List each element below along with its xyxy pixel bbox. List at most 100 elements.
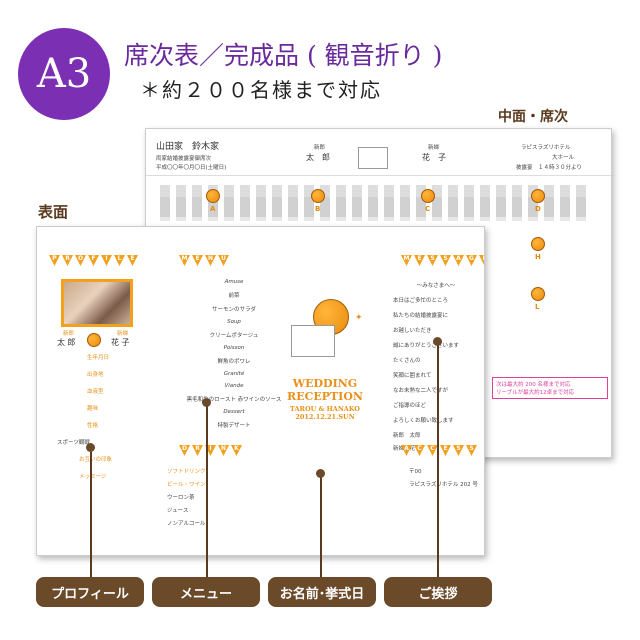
table-label: H xyxy=(535,253,541,261)
greeting-marker-dot xyxy=(433,337,442,346)
drink-item: ジュース xyxy=(167,508,189,514)
drink-list: ソフトドリンク ビール・ワイン ウーロン茶 ジュース ノンアルコール xyxy=(167,467,206,532)
wedding-title: WEDDING RECEPTION TAROU & HANAKO 2012.12… xyxy=(285,377,365,421)
bride-role: 新婦 xyxy=(428,145,440,151)
drink-item: ビール・ワイン xyxy=(167,482,206,488)
profile-leader-line xyxy=(90,448,92,578)
hotel-address: 〒00 ラピスラズリホテル 202 号 xyxy=(409,467,478,493)
message-line: ～みなさまへ～ xyxy=(416,283,456,289)
hotel-line: 〒00 xyxy=(409,469,422,475)
capacity-note-line1: 次は最大約 200 名様まで対応 xyxy=(496,382,571,388)
message-line: 私たちの結婚披露宴に xyxy=(393,313,449,319)
menu-list: Amuse 前菜 サーモンのサラダ Soup クリームポタージュ Poisson… xyxy=(179,279,289,435)
profile-groom-role: 新郎 xyxy=(63,331,75,337)
profile-row: 血液型 xyxy=(87,389,104,395)
table-label: A xyxy=(210,205,216,213)
message-line: お越しいただき xyxy=(393,328,432,334)
message-bunting: MESSAGE xyxy=(401,255,484,266)
menu-item: Soup xyxy=(227,319,241,325)
star-icon: ✦ xyxy=(355,313,363,323)
table-label: D xyxy=(535,205,541,213)
seating-header-line2: 平成〇〇年〇月〇日(土曜日) xyxy=(156,165,227,171)
profile-row: お互いの印象 xyxy=(79,457,113,463)
message-text: ～みなさまへ～ 本日はご多忙のところ 私たちの結婚披露宴に お越しいただき 誠に… xyxy=(393,281,479,457)
profile-marker-dot xyxy=(86,443,95,452)
basketball-icon xyxy=(531,237,545,251)
couple-photo xyxy=(61,279,133,327)
menu-item: サーモンのサラダ xyxy=(211,307,256,313)
menu-item: Viande xyxy=(224,383,244,389)
wedding-names: TAROU & HANAKO xyxy=(290,405,360,413)
message-line: 誠にありがとうございます xyxy=(393,343,460,349)
seating-header-line1: 両家結婚披露宴御席次 xyxy=(156,156,212,162)
page-subtitle: ＊約２００名様まで対応 xyxy=(140,78,382,102)
greeting-leader-line xyxy=(437,342,439,578)
name-date-leader-line xyxy=(320,474,322,578)
basketball-icon xyxy=(87,333,101,347)
caption-menu: メニュー xyxy=(152,577,260,607)
hall-name: 大ホール xyxy=(552,155,575,161)
table-label: L xyxy=(535,303,540,311)
hoop-icon xyxy=(291,325,335,357)
menu-item: 鮮魚のポワレ xyxy=(217,359,251,365)
profile-bride-name: 花 子 xyxy=(111,338,130,347)
menu-item: 前菜 xyxy=(228,293,240,299)
menu-item: Amuse xyxy=(224,279,244,285)
capacity-note: 次は最大約 200 名様まで対応 リーブルが最大約12卓まで対応 xyxy=(492,377,608,399)
family-names: 山田家 鈴木家 xyxy=(156,142,220,152)
menu-item: 特製デザート xyxy=(217,423,251,429)
menu-item: Poisson xyxy=(223,345,245,351)
groom-role: 新郎 xyxy=(314,145,326,151)
message-line: 本日はご多忙のところ xyxy=(393,298,449,304)
menu-item: クリームポタージュ xyxy=(209,333,259,339)
basketball-icon xyxy=(421,189,435,203)
drink-item: ウーロン茶 xyxy=(167,495,195,501)
profile-row: 性格 xyxy=(87,423,99,429)
hotel-name: ラピスラズリホテル xyxy=(521,145,571,151)
menu-leader-line xyxy=(206,402,208,578)
caption-greeting: ご挨拶 xyxy=(384,577,492,607)
menu-item: Granité xyxy=(223,371,245,377)
drink-item: ソフトドリンク xyxy=(167,469,206,475)
wedding-line2: RECEPTION xyxy=(287,390,363,403)
a3-badge: A3 xyxy=(18,28,110,120)
profile-row: 出身地 xyxy=(87,372,104,378)
back-side-label: 中面・席次 xyxy=(498,109,568,125)
table-label: C xyxy=(425,205,431,213)
profile-bride-role: 新婦 xyxy=(117,331,129,337)
hotel-line: ラピスラズリホテル 202 号 xyxy=(409,482,478,488)
basketball-icon xyxy=(206,189,220,203)
reception-time: 披露宴 １４時３０分より xyxy=(516,165,582,171)
basketball-icon xyxy=(311,189,325,203)
basketball-icon xyxy=(531,189,545,203)
wedding-line1: WEDDING xyxy=(292,377,358,390)
wedding-date: 2012.12.21.SUN xyxy=(295,413,355,421)
message-line: よろしくお願い致します xyxy=(393,418,454,424)
seat-name-rows xyxy=(160,185,590,217)
groom-name: 太 郎 xyxy=(306,153,330,162)
profile-row: メッセージ xyxy=(79,474,107,480)
basketball-icon xyxy=(531,287,545,301)
page-title: 席次表／完成品 ( 観音折り ) xyxy=(124,41,443,70)
name-date-marker-dot xyxy=(316,469,325,478)
menu-item: 黒毛和牛のロースト 赤ワインのソース xyxy=(186,397,282,403)
profile-groom-name: 太 郎 xyxy=(57,338,76,347)
message-line: たくさんの xyxy=(393,358,421,364)
message-line: 笑顔に囲まれて xyxy=(393,373,432,379)
caption-profile: プロフィール xyxy=(36,577,144,607)
profile-row: スポーツ観戦 xyxy=(57,440,90,446)
hoop-icon xyxy=(358,147,388,169)
menu-marker-dot xyxy=(202,398,211,407)
table-label: B xyxy=(315,205,321,213)
caption-name-date: お名前･挙式日 xyxy=(268,577,376,607)
profile-row: 生年月日 xyxy=(87,355,110,361)
message-sign-groom: 新郎 太郎 xyxy=(393,433,421,439)
drink-item: ノンアルコール xyxy=(167,521,206,527)
message-line: なお未熟な二人ですが xyxy=(393,388,449,394)
profile-row: 趣味 xyxy=(87,406,99,412)
